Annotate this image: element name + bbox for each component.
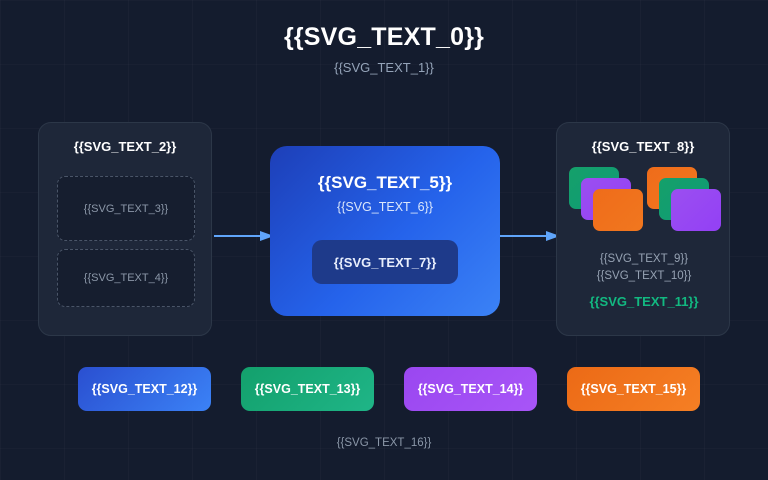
source-slot-2[interactable]: {{SVG_TEXT_4}} xyxy=(57,249,195,307)
card-purple-icon xyxy=(671,189,721,231)
status-badge: {{SVG_TEXT_11}} xyxy=(589,294,699,309)
output-line-2: {{SVG_TEXT_10}} xyxy=(596,270,692,282)
legend-chip-4[interactable]: {{SVG_TEXT_15}} xyxy=(567,367,700,411)
page-title: {{SVG_TEXT_0}} xyxy=(283,23,485,51)
card-stack-left xyxy=(567,165,645,243)
diagram-header: {{SVG_TEXT_0}} {{SVG_TEXT_1}} xyxy=(0,22,768,76)
page-subtitle: {{SVG_TEXT_1}} xyxy=(334,60,434,75)
source-panel-title: {{SVG_TEXT_2}} xyxy=(73,139,177,154)
output-card-stacks xyxy=(557,165,731,243)
legend-chip-2[interactable]: {{SVG_TEXT_13}} xyxy=(241,367,374,411)
output-line-1: {{SVG_TEXT_9}} xyxy=(599,253,689,265)
legend-chip-1[interactable]: {{SVG_TEXT_12}} xyxy=(78,367,211,411)
engine-panel-title: {{SVG_TEXT_5}} xyxy=(317,173,453,192)
card-orange-icon xyxy=(593,189,643,231)
source-slot-1[interactable]: {{SVG_TEXT_3}} xyxy=(57,176,195,241)
legend-chip-3[interactable]: {{SVG_TEXT_14}} xyxy=(404,367,537,411)
arrow-source-to-engine xyxy=(214,231,274,241)
engine-action-button[interactable]: {{SVG_TEXT_7}} xyxy=(312,240,458,284)
engine-panel-subtitle: {{SVG_TEXT_6}} xyxy=(337,200,433,214)
engine-panel: {{SVG_TEXT_5}} {{SVG_TEXT_6}} {{SVG_TEXT… xyxy=(270,146,500,316)
source-panel: {{SVG_TEXT_2}} {{SVG_TEXT_3}} {{SVG_TEXT… xyxy=(38,122,212,336)
arrow-engine-to-output xyxy=(500,231,560,241)
output-panel-title: {{SVG_TEXT_8}} xyxy=(591,139,695,154)
card-stack-right xyxy=(645,165,723,243)
output-details: {{SVG_TEXT_9}} {{SVG_TEXT_10}} {{SVG_TEX… xyxy=(557,251,731,309)
output-panel: {{SVG_TEXT_8}} {{SVG_TEXT_9}} {{SVG_TEXT… xyxy=(556,122,730,336)
footer-caption: {{SVG_TEXT_16}} xyxy=(336,437,432,449)
